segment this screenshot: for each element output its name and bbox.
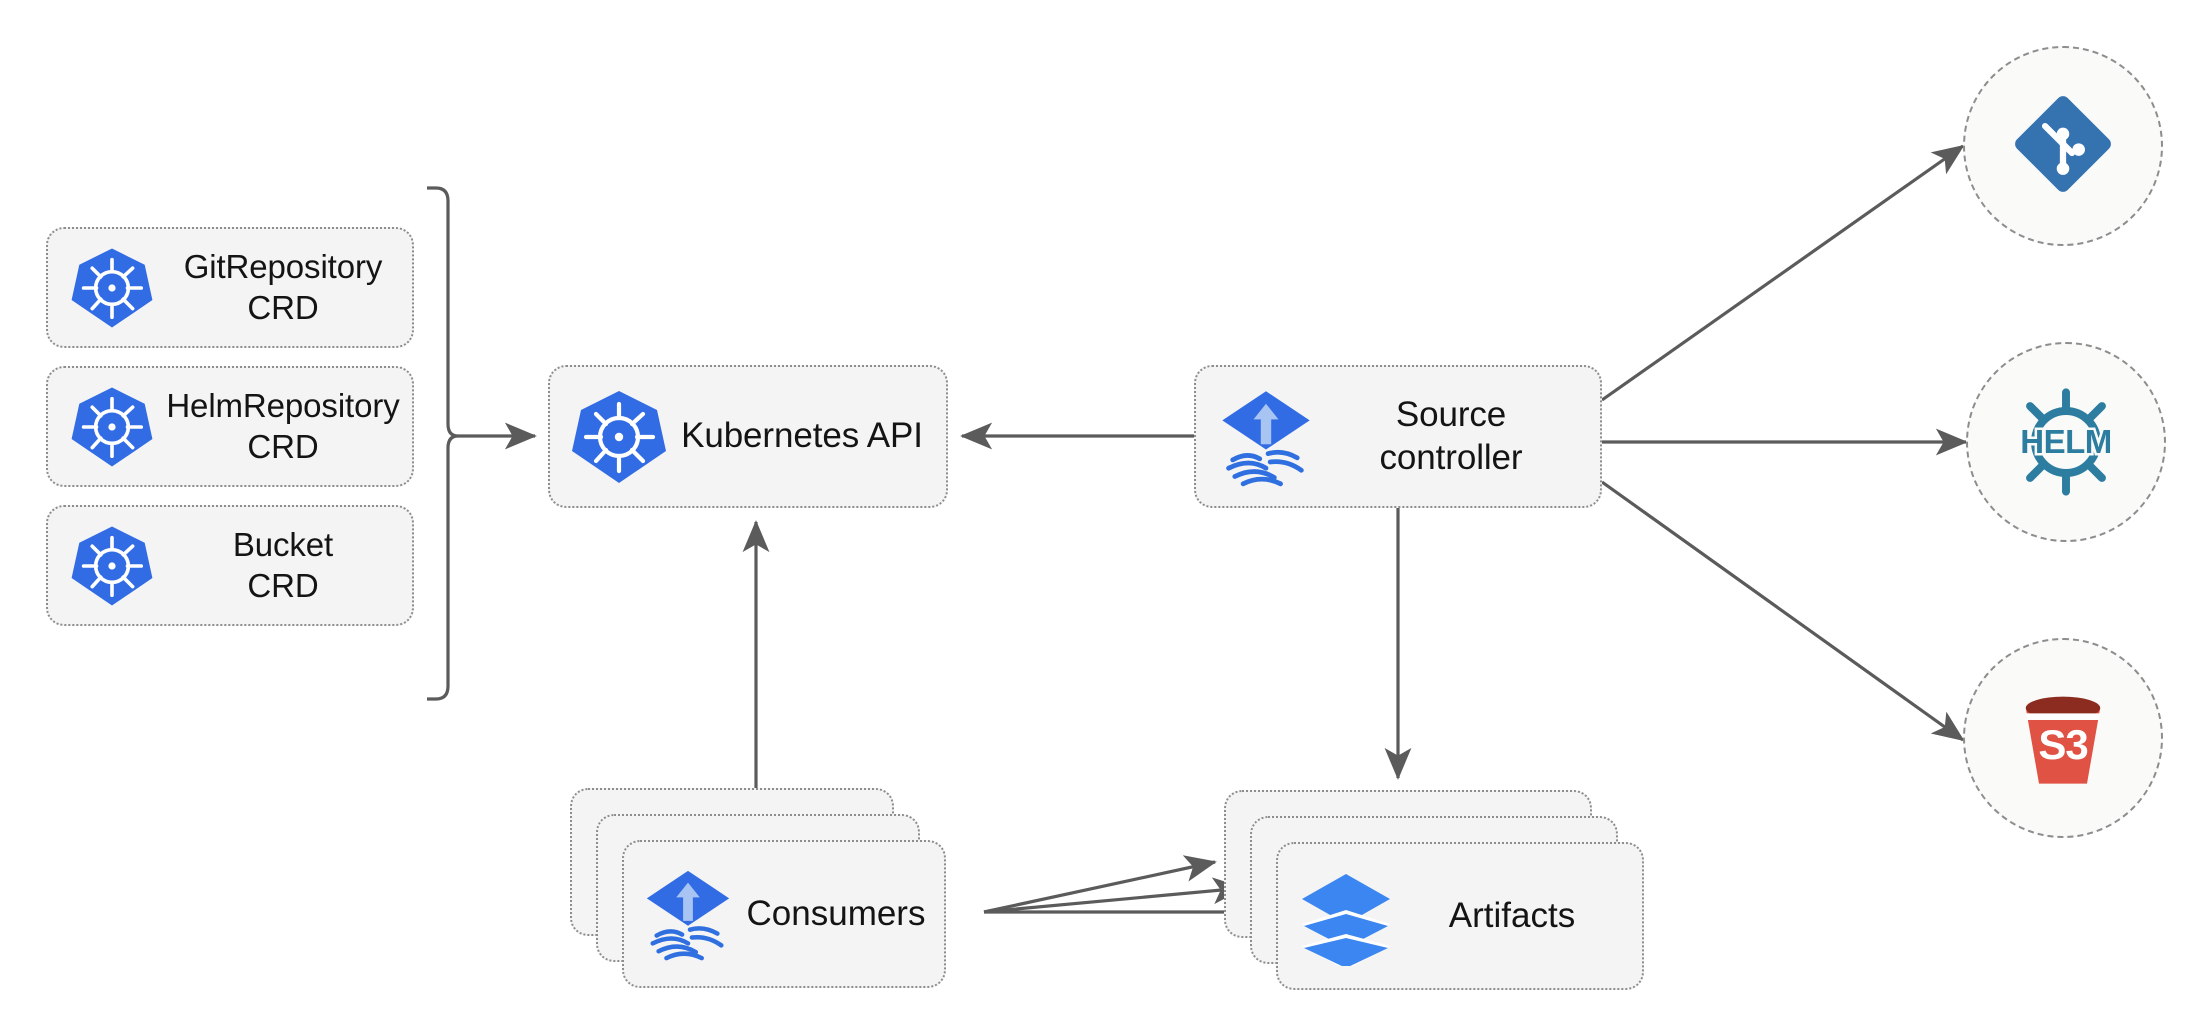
- edge-source-controller-to-s3: [1601, 480, 1965, 742]
- artifacts-node[interactable]: Artifacts: [1224, 790, 1644, 990]
- kubernetes-icon: [64, 384, 160, 470]
- kubernetes-icon: [64, 523, 160, 609]
- crd-group-bracket: [427, 186, 459, 701]
- kubernetes-api-node[interactable]: Kubernetes API: [548, 365, 948, 508]
- edge-source-controller-to-git: [1601, 144, 1965, 402]
- s3-target-circle[interactable]: S3: [1963, 638, 2163, 838]
- s3-bucket-icon: S3: [2003, 678, 2123, 798]
- kubernetes-api-label: Kubernetes API: [681, 416, 923, 456]
- consumers-node[interactable]: Consumers: [570, 788, 946, 988]
- git-icon: [2007, 88, 2119, 205]
- helm-icon: HELM: [2004, 380, 2128, 504]
- edge-consumers-to-artifacts-mid: [983, 877, 1245, 914]
- helm-wordmark: HELM: [2018, 421, 2115, 463]
- artifacts-card-front[interactable]: Artifacts: [1276, 842, 1644, 990]
- git-target-circle[interactable]: [1963, 46, 2163, 246]
- consumers-label: Consumers: [746, 894, 926, 933]
- consumers-card-front[interactable]: Consumers: [622, 840, 946, 988]
- artifacts-label: Artifacts: [1448, 896, 1576, 935]
- flux-icon: [1210, 385, 1322, 489]
- kubernetes-icon: [64, 245, 160, 331]
- flux-icon: [634, 865, 742, 963]
- layers-icon: [1290, 866, 1402, 966]
- helm-target-circle[interactable]: HELM: [1966, 342, 2166, 542]
- kubernetes-icon: [564, 387, 674, 487]
- s3-wordmark: S3: [2038, 721, 2088, 768]
- edge-consumers-to-artifacts-back: [983, 855, 1217, 914]
